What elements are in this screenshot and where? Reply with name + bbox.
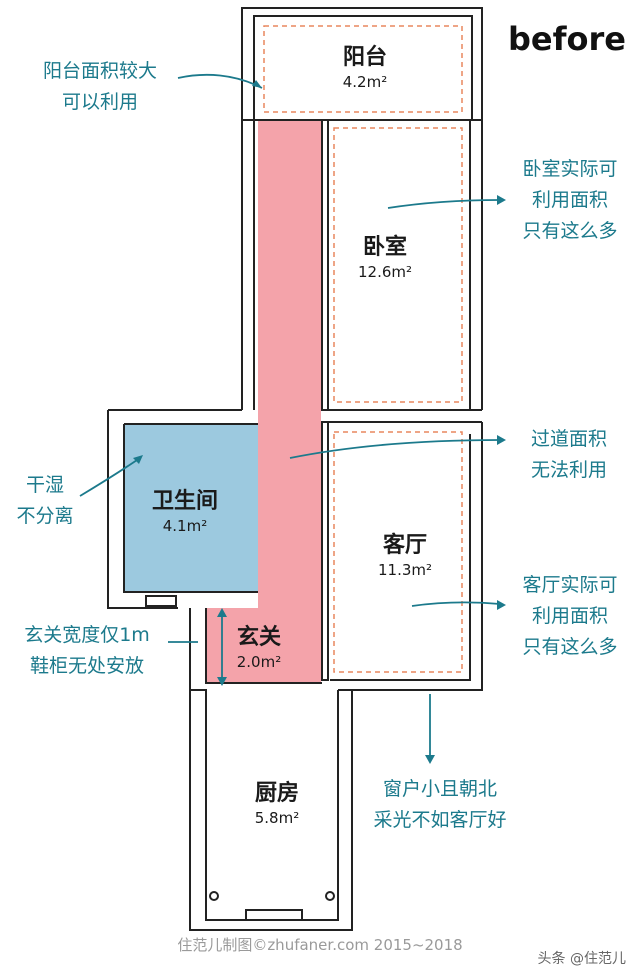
room-name: 卫生间: [151, 489, 218, 514]
note-window: 窗户小且朝北 采光不如客厅好: [350, 774, 530, 836]
note-line: 采光不如客厅好: [373, 809, 507, 831]
note-balcony: 阳台面积较大 可以利用: [10, 56, 190, 118]
room-area: 4.2m²: [342, 73, 388, 91]
note-line: 可以利用: [61, 91, 138, 113]
corridor-area: [258, 120, 321, 683]
note-line: 阳台面积较大: [42, 60, 157, 82]
note-line: 利用面积: [531, 189, 608, 211]
room-entrance: 玄关 2.0m²: [224, 624, 294, 672]
bathroom-area: [124, 424, 258, 592]
room-bedroom: 卧室 12.6m²: [330, 234, 440, 282]
room-name: 卧室: [362, 235, 407, 260]
note-line: 客厅实际可: [522, 574, 618, 596]
note-line: 卧室实际可: [522, 158, 618, 180]
note-line: 只有这么多: [522, 220, 618, 242]
note-line: 不分离: [16, 505, 74, 527]
room-area: 2.0m²: [236, 653, 282, 671]
watermark: 头条 @住范儿: [537, 951, 626, 967]
note-bedroom: 卧室实际可 利用面积 只有这么多: [500, 154, 640, 247]
note-line: 利用面积: [531, 605, 608, 627]
room-area: 4.1m²: [162, 517, 208, 535]
room-kitchen: 厨房 5.8m²: [222, 780, 332, 828]
usable-area-outlines: [263, 25, 463, 673]
room-living: 客厅 11.3m²: [350, 532, 460, 580]
room-name: 厨房: [254, 781, 299, 806]
room-name: 玄关: [236, 625, 281, 650]
note-line: 鞋柜无处安放: [29, 655, 144, 677]
note-entrance: 玄关宽度仅1m 鞋柜无处安放: [2, 620, 172, 682]
note-line: 只有这么多: [522, 636, 618, 658]
note-line: 玄关宽度仅1m: [24, 624, 150, 646]
copyright-footer: 住范儿制图©zhufaner.com 2015~2018: [177, 936, 463, 954]
room-area: 11.3m²: [377, 561, 433, 579]
note-living: 客厅实际可 利用面积 只有这么多: [500, 570, 640, 663]
room-area: 5.8m²: [254, 809, 300, 827]
room-area: 12.6m²: [357, 263, 413, 281]
note-line: 过道面积: [530, 428, 607, 450]
note-bathroom: 干湿 不分离: [0, 470, 90, 532]
room-bathroom: 卫生间 4.1m²: [130, 488, 240, 536]
note-line: 无法利用: [530, 459, 607, 481]
room-name: 阳台: [342, 45, 387, 70]
walls: [107, 7, 483, 931]
entrance-area: [206, 608, 266, 683]
note-corridor: 过道面积 无法利用: [504, 424, 634, 486]
note-line: 干湿: [25, 474, 64, 496]
page-title: before: [508, 20, 626, 58]
annotation-arrows: [79, 73, 501, 758]
arrow-heads: [133, 80, 506, 764]
note-line: 窗户小且朝北: [382, 778, 497, 800]
room-name: 客厅: [382, 533, 427, 558]
room-balcony: 阳台 4.2m²: [310, 44, 420, 92]
